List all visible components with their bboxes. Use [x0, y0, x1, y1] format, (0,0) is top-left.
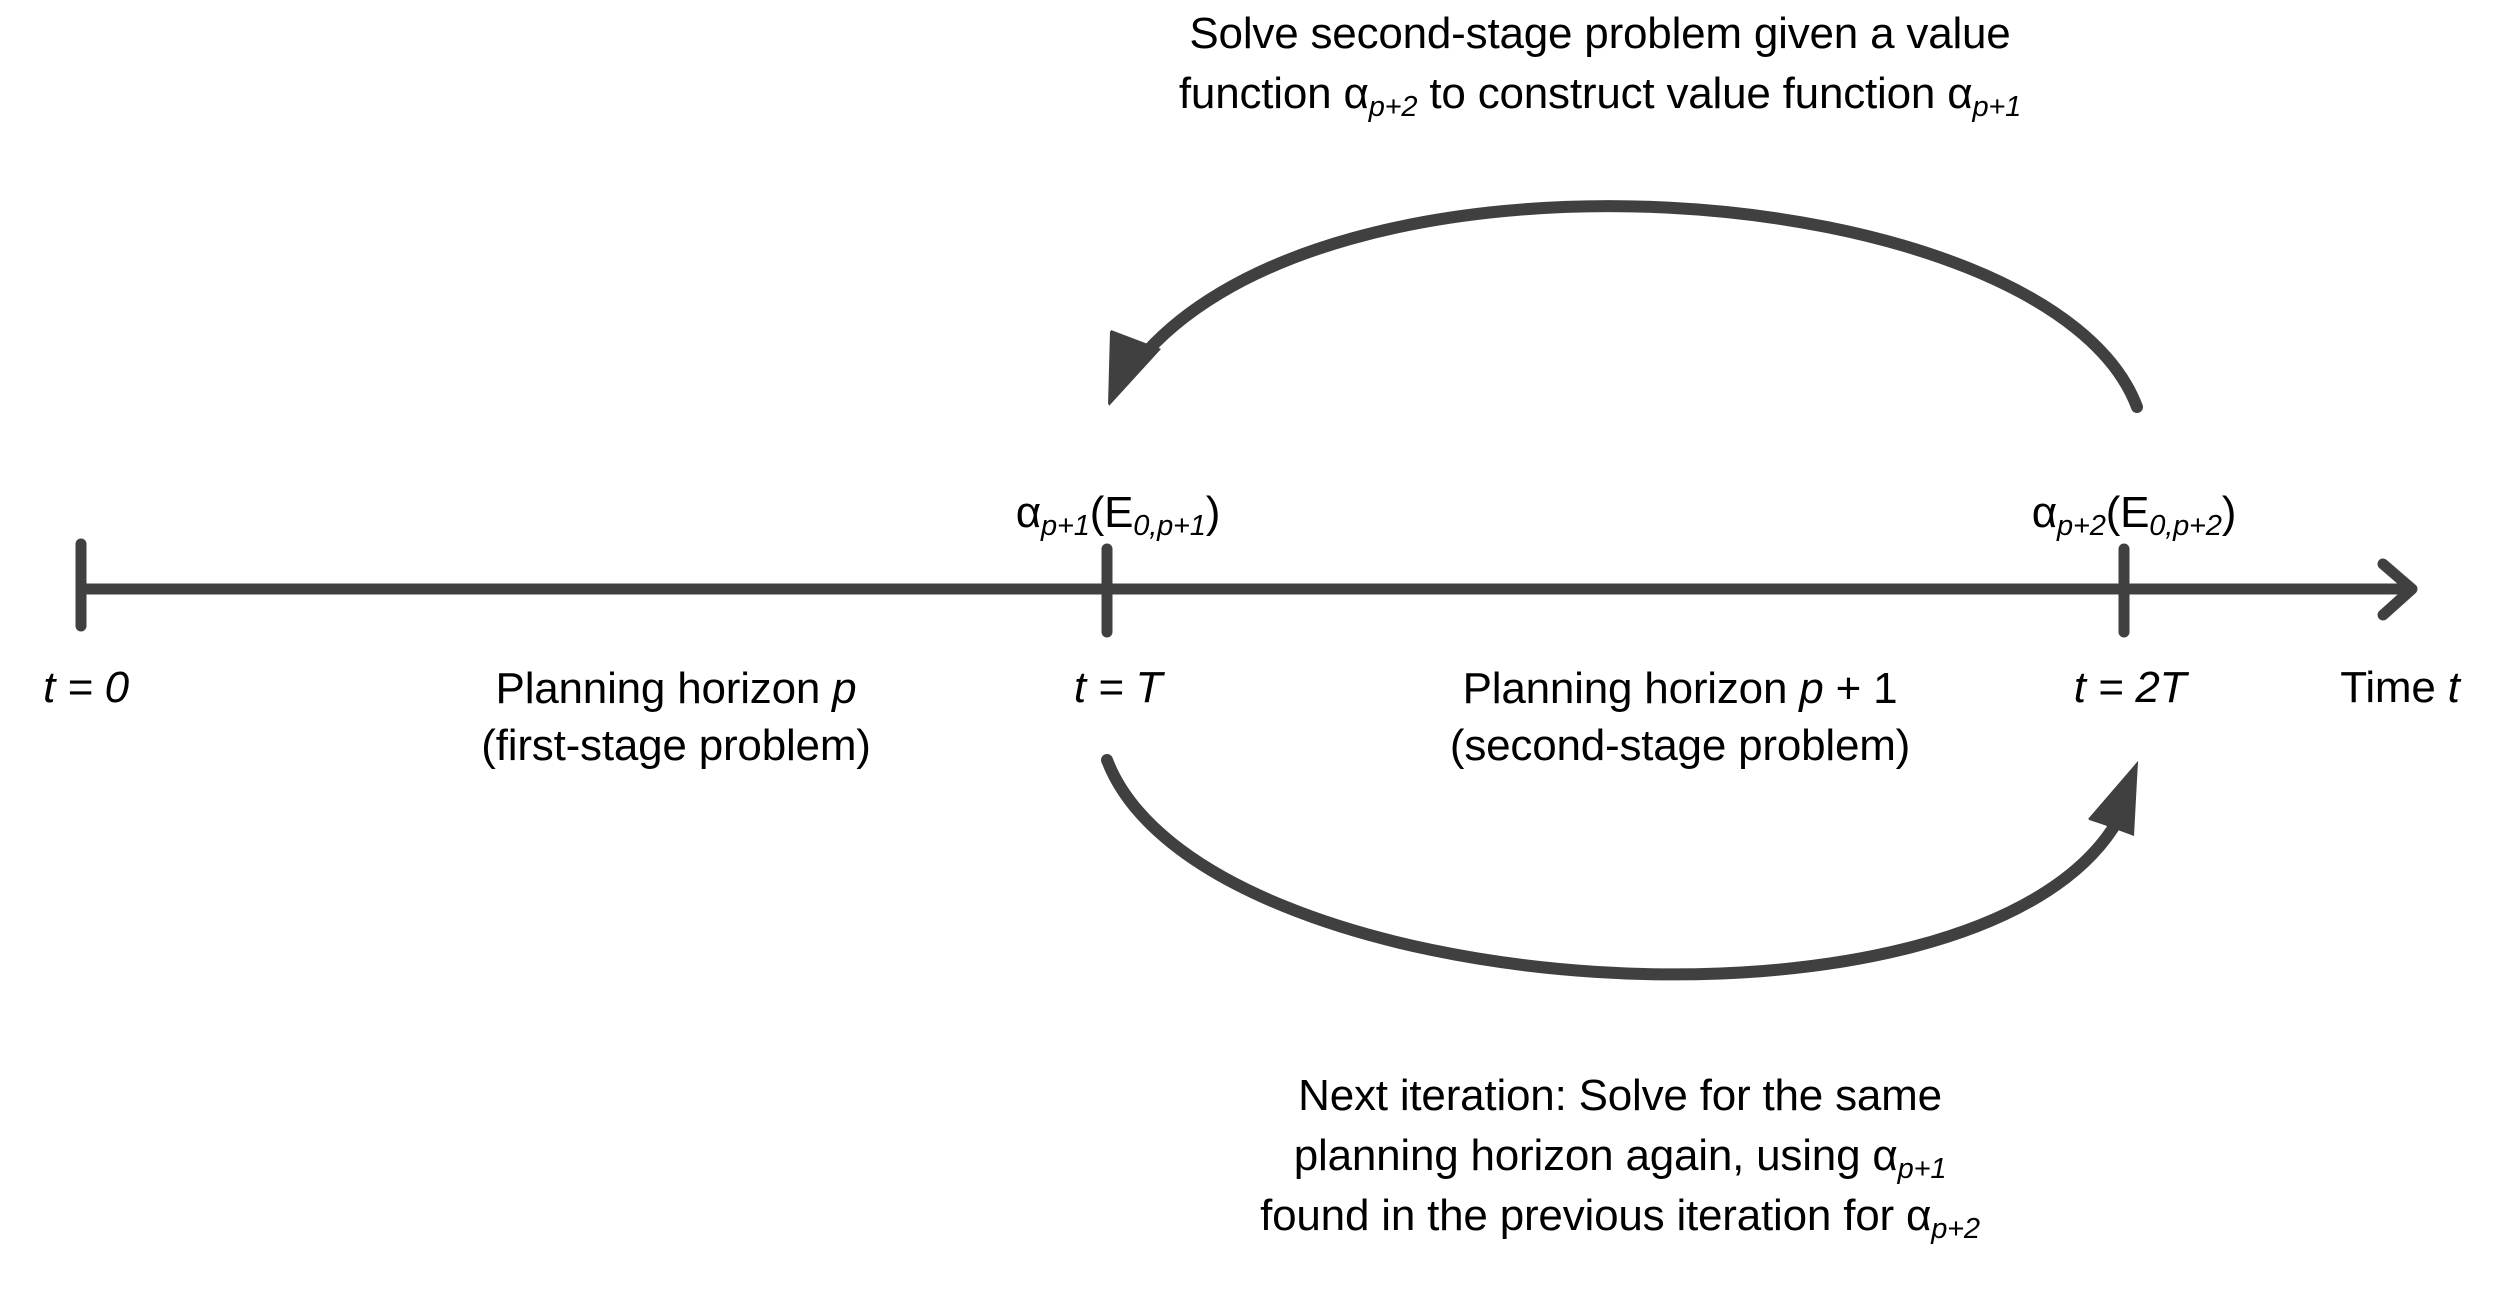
tick-label-t2T-var: t: [2073, 663, 2086, 712]
horizon-label-p1-suffix: + 1: [1823, 664, 1898, 713]
bottom-caption-line1-text: Next iteration: Solve for the same: [1298, 1071, 1942, 1120]
axis-title-prefix: Time: [2340, 663, 2448, 712]
top-caption-line1-text: Solve second-stage problem given a value: [1189, 9, 2011, 58]
horizon-label-p-variable: p: [832, 664, 857, 713]
horizon-label-p-prefix: Planning horizon: [495, 664, 833, 713]
horizon-label-p-line2: (first-stage problem): [481, 721, 871, 771]
tick-label-t0: t = 0: [43, 660, 129, 716]
bottom-arc-arrowhead: [2089, 761, 2138, 834]
value-function-label-p2: αp+2(E0,p+2): [2031, 485, 2237, 545]
tick-label-tT-var: t: [1073, 663, 1086, 712]
paren-close: ): [1205, 488, 1221, 537]
tick-label-t0-var: t: [43, 663, 56, 712]
alpha-symbol: α: [1015, 488, 1042, 537]
top-caption-line2: function αp+2 to construct value functio…: [1179, 66, 2021, 126]
tick-label-t2T-eq: =: [2085, 663, 2136, 712]
bottom-caption-line1: Next iteration: Solve for the same: [1298, 1068, 1942, 1124]
alpha-symbol: α: [1872, 1131, 1898, 1180]
E-subscript: 0,p+1: [1133, 510, 1206, 543]
paren-close: ): [2221, 488, 2237, 537]
horizon-label-p1-variable: p: [1799, 664, 1824, 713]
tick-label-t2T-value: 2T: [2135, 663, 2187, 712]
bottom-caption-line3: found in the previous iteration for αp+2: [1260, 1188, 1980, 1248]
top-arc-arrowhead-fill: [1109, 330, 1161, 406]
top-caption-line2-middle: to construct value function: [1417, 69, 1948, 118]
top-arc-arrowhead: [1108, 331, 1160, 405]
alpha-subscript: p+1: [1041, 510, 1090, 543]
tick-label-tT-eq: =: [1085, 663, 1136, 712]
alpha-symbol: α: [1343, 69, 1369, 118]
horizon-label-p1: Planning horizon p + 1 (second-stage pro…: [1450, 660, 1910, 774]
tick-label-t0-eq: =: [55, 663, 105, 712]
alpha-subscript: p+1: [1897, 1153, 1947, 1186]
horizon-label-p1-prefix: Planning horizon: [1462, 664, 1800, 713]
horizon-label-p: Planning horizon p (first-stage problem): [481, 660, 871, 774]
top-caption-line1: Solve second-stage problem given a value: [1189, 6, 2010, 62]
bottom-caption-line2-prefix: planning horizon again, using: [1293, 1131, 1873, 1180]
bottom-caption-line3-prefix: found in the previous iteration for: [1260, 1191, 1906, 1240]
horizon-label-p1-line1: Planning horizon p + 1: [1450, 660, 1910, 717]
paren-open-E: (E: [2105, 488, 2150, 537]
alpha-symbol: α: [2031, 488, 2058, 537]
tick-label-t2T: t = 2T: [2074, 660, 2187, 716]
top-arc-curve: [1122, 200, 2143, 413]
paren-open-E: (E: [1089, 488, 1134, 537]
alpha-subscript: p+2: [1368, 91, 1418, 124]
alpha-subscript: p+2: [2057, 510, 2106, 543]
tick-label-tT-value: T: [1135, 663, 1163, 712]
horizon-label-p1-line2: (second-stage problem): [1449, 721, 1911, 771]
top-caption-line2-prefix: function: [1178, 69, 1344, 118]
value-function-label-p1: αp+1(E0,p+1): [1015, 485, 1221, 545]
tick-label-tT: t = T: [1074, 660, 1162, 716]
axis-title-time: Time t: [2340, 660, 2460, 716]
alpha-symbol: α: [1947, 69, 1973, 118]
time-axis-arrowhead: [2377, 558, 2418, 621]
alpha-subscript: p+2: [1931, 1213, 1980, 1246]
bottom-arc-curve: [1101, 754, 2124, 981]
alpha-subscript: p+1: [1972, 91, 2022, 124]
E-subscript: 0,p+2: [2149, 510, 2222, 543]
bottom-arc-arrowhead-fill: [2088, 761, 2138, 836]
tick-label-t0-value: 0: [104, 663, 129, 712]
horizon-label-p-line1: Planning horizon p: [481, 660, 870, 717]
bottom-caption-line2: planning horizon again, using αp+1: [1294, 1128, 1947, 1188]
axis-title-variable: t: [2447, 663, 2460, 712]
alpha-symbol: α: [1905, 1191, 1932, 1240]
